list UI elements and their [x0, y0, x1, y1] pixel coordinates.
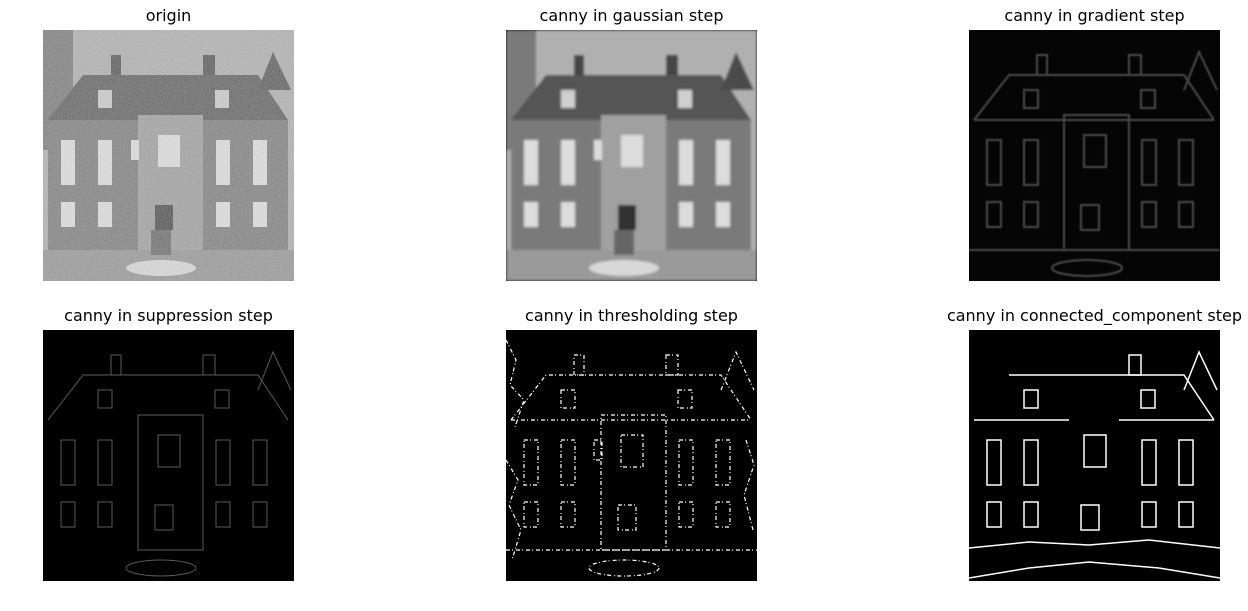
- gradient-image: [969, 30, 1220, 281]
- panel-title: canny in gaussian step: [539, 6, 724, 25]
- suppression-image: [43, 330, 294, 581]
- gaussian-image: [506, 30, 757, 281]
- panel-title: canny in gradient step: [1004, 6, 1185, 25]
- connected-component-image: [969, 330, 1220, 581]
- panel-title: origin: [145, 6, 192, 25]
- thresholding-image: [506, 330, 757, 581]
- panel-title: canny in thresholding step: [525, 306, 738, 325]
- panel-title: canny in connected_component step: [946, 306, 1243, 325]
- panel-title: canny in suppression step: [64, 306, 273, 325]
- origin-image: [43, 30, 294, 281]
